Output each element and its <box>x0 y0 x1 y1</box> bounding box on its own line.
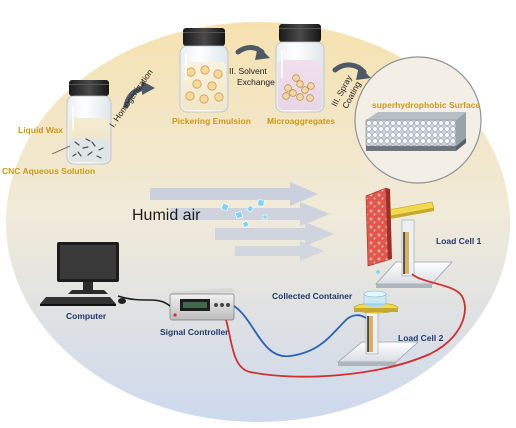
surface-label: superhydrophobic Surface <box>372 100 481 110</box>
curved-arrow-icon <box>123 81 155 109</box>
load-cell-2-label: Load Cell 2 <box>398 333 444 343</box>
solvent-exchange-label-line2: Exchange <box>237 77 275 87</box>
humid-air-arrow-icon <box>150 182 334 261</box>
monitor-icon <box>57 242 119 294</box>
signal-controller-icon <box>169 288 236 321</box>
microaggregates-label: Microaggregates <box>267 116 336 126</box>
usb-cable <box>117 295 171 307</box>
load-cell-1-label: Load Cell 1 <box>436 236 482 246</box>
collected-container-icon <box>363 290 387 307</box>
signal-wire <box>225 273 466 378</box>
data-wire <box>233 305 367 357</box>
liquid-wax-label: Liquid Wax <box>18 125 64 135</box>
vial-icon <box>275 24 325 113</box>
vial-icon <box>66 80 112 165</box>
humid-air-label: Humid air <box>132 207 201 224</box>
curved-arrow-icon <box>235 45 270 60</box>
water-droplets <box>220 199 268 228</box>
signal-controller-label: Signal Controller <box>160 327 229 337</box>
cnc-solution-label: CNC Aqueous Solution <box>2 166 96 176</box>
sample-panel <box>365 187 392 267</box>
collected-container-label: Collected Container <box>272 291 353 301</box>
water-droplet <box>376 270 380 274</box>
pointer-line <box>51 145 71 155</box>
keyboard-icon <box>40 297 116 306</box>
vial-icon <box>179 28 229 113</box>
computer-label: Computer <box>66 311 107 321</box>
mouse-icon <box>118 298 126 304</box>
pickering-emulsion-label: Pickering Emulsion <box>172 116 251 126</box>
load-cell-icon <box>336 302 420 366</box>
solvent-exchange-label-line1: II. Solvent <box>229 66 267 76</box>
curved-arrow-icon <box>332 62 371 80</box>
load-cell-icon <box>375 201 453 288</box>
